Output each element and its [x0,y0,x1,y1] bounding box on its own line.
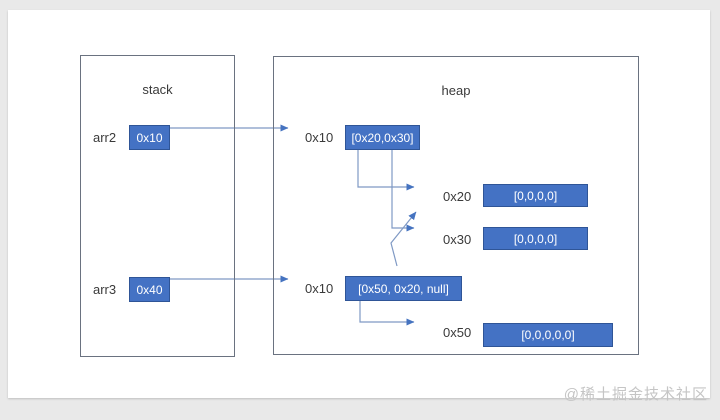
watermark: @稀土掘金技术社区 [563,386,708,403]
heap-cell-0x50-array: [0,0,0,0,0] [483,323,613,347]
stack-title: stack [142,82,173,97]
stack-var-arr3-cell: 0x40 [129,277,170,302]
stack-var-arr2-label: arr2 [93,130,117,145]
heap-cell-0x20-0x30: [0x20,0x30] [345,125,420,150]
heap-addr-0x50-label: 0x50 [443,325,472,340]
heap-addr-0x30-label: 0x30 [443,232,472,247]
heap-cell-0x20-array: [0,0,0,0] [483,184,588,207]
heap-addr-0x10-top-label: 0x10 [305,130,334,145]
diagram-canvas: stack heap arr2 0x10 arr3 0x40 0x10 [0x2… [8,10,710,398]
stack-region: stack [80,55,235,357]
heap-cell-0x30-array: [0,0,0,0] [483,227,588,250]
stack-var-arr2-cell: 0x10 [129,125,170,150]
heap-cell-0x50-0x20-null: [0x50, 0x20, null] [345,276,462,301]
heap-region: heap [273,56,639,355]
heap-addr-0x10-bottom-label: 0x10 [305,281,334,296]
heap-title: heap [441,83,471,98]
stack-var-arr3-label: arr3 [93,282,117,297]
heap-addr-0x20-label: 0x20 [443,189,472,204]
